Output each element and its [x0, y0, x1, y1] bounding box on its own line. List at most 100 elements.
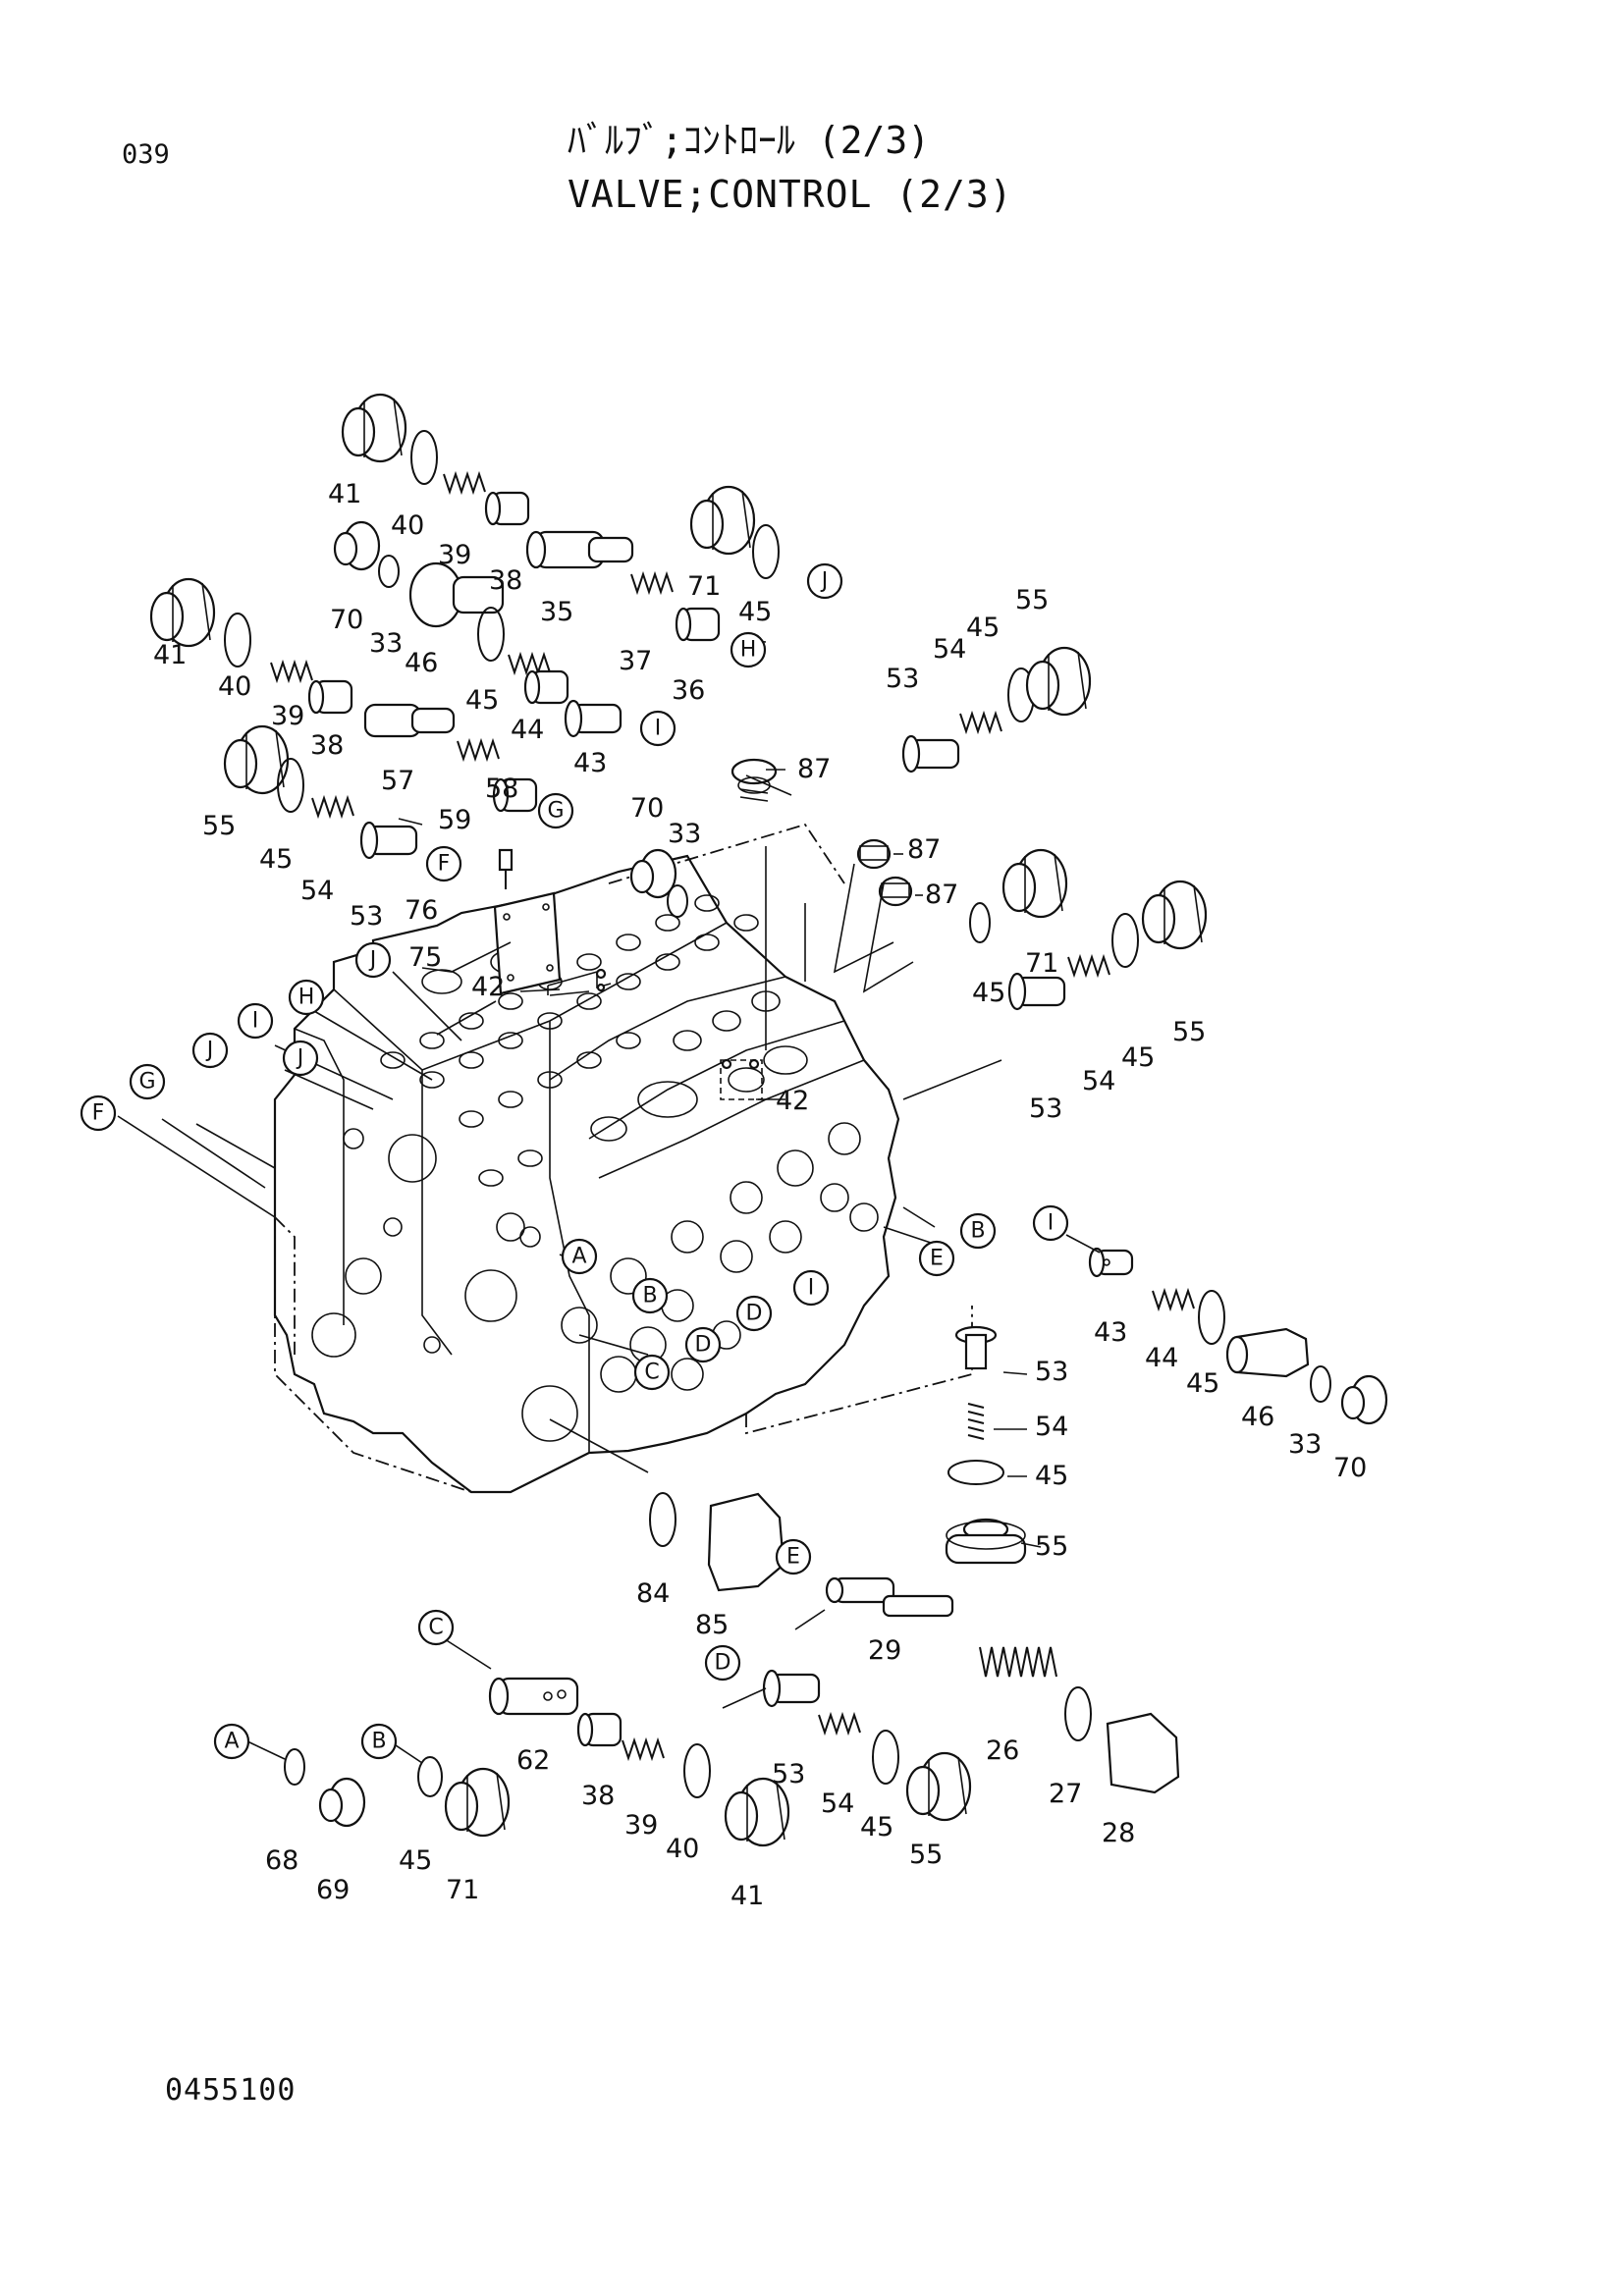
callout-c25: 54 — [300, 876, 334, 906]
ref-r26: B — [371, 1730, 386, 1754]
callout-c53: 54 — [1035, 1412, 1068, 1442]
callout-c42: 54 — [1082, 1066, 1115, 1096]
ref-r6: J — [368, 948, 377, 973]
ref-r21: I — [1048, 1211, 1055, 1236]
callout-c43: 45 — [1121, 1042, 1155, 1073]
callout-c61: 28 — [1102, 1818, 1135, 1848]
callout-numbers: 41 40 39 38 35 71 45 70 33 46 45 37 36 4… — [153, 479, 1367, 1911]
callout-c2: 40 — [391, 510, 424, 541]
callout-c23: 55 — [202, 811, 236, 841]
callout-c66: 53 — [772, 1759, 805, 1789]
callout-c51: 70 — [1333, 1453, 1367, 1483]
callout-c28: 75 — [408, 942, 442, 973]
ref-r15: E — [930, 1247, 944, 1271]
ref-r4: G — [547, 799, 564, 824]
title-japanese: ﾊﾞﾙﾌﾞ;ｺﾝﾄﾛｰﾙ (2/3) — [568, 119, 931, 162]
callout-c3: 39 — [438, 540, 471, 570]
callout-c47: 44 — [1145, 1343, 1178, 1373]
callout-c37: 55 — [1015, 585, 1049, 615]
callout-c72: 69 — [316, 1875, 350, 1905]
callout-c63: 38 — [581, 1781, 615, 1811]
callout-c6: 71 — [687, 571, 721, 602]
callout-c67: 54 — [821, 1789, 854, 1819]
ref-r5: F — [438, 852, 451, 877]
callout-c7: 45 — [738, 597, 772, 627]
ref-r18: I — [808, 1276, 815, 1301]
ref-r22: E — [786, 1545, 800, 1570]
callout-c32: 87 — [907, 834, 941, 865]
ref-r9: J — [296, 1046, 304, 1071]
callout-c30: 33 — [668, 819, 701, 849]
reference-letters: J H I G F J H I J J G F A B E B D I D C … — [80, 562, 1069, 1760]
title-english: VALVE;CONTROL (2/3) — [568, 173, 1013, 216]
callout-c41: 45 — [972, 978, 1005, 1008]
ref-r2: H — [740, 638, 757, 663]
callout-c36: 45 — [966, 613, 1000, 643]
callout-c44: 55 — [1172, 1017, 1206, 1047]
ref-r11: G — [138, 1070, 155, 1095]
callout-c9: 33 — [369, 628, 403, 659]
callout-c15: 40 — [218, 671, 251, 702]
ref-r19: D — [695, 1333, 712, 1358]
ref-r17: D — [746, 1302, 763, 1326]
callout-c35: 54 — [933, 634, 966, 665]
callout-c12: 37 — [619, 646, 652, 676]
ref-r24: D — [715, 1651, 731, 1676]
callout-c38: 42 — [471, 972, 505, 1002]
callout-c69: 55 — [909, 1840, 943, 1870]
ref-r25: A — [224, 1730, 239, 1754]
callout-c60: 27 — [1049, 1779, 1082, 1809]
callout-c16: 39 — [271, 701, 304, 731]
callout-c17: 38 — [310, 730, 344, 761]
callout-c46: 43 — [1094, 1317, 1127, 1348]
callout-c52: 53 — [1035, 1357, 1068, 1387]
callout-c49: 46 — [1241, 1402, 1274, 1432]
callout-c21: 59 — [438, 805, 471, 835]
callout-c73: 45 — [399, 1845, 432, 1876]
callout-c11: 45 — [465, 685, 499, 716]
callout-c55: 55 — [1035, 1531, 1068, 1562]
ref-r14: B — [970, 1219, 985, 1244]
drawing-code: 0455100 — [165, 2073, 297, 2108]
callout-c64: 39 — [624, 1810, 658, 1841]
callout-c26: 53 — [350, 901, 383, 932]
callout-c62: 62 — [516, 1745, 550, 1776]
callout-c19: 43 — [573, 748, 607, 778]
callout-c45: 53 — [1029, 1094, 1062, 1124]
ref-r16: B — [642, 1284, 657, 1308]
ref-r1: J — [820, 569, 829, 594]
callout-c31: 87 — [797, 754, 831, 784]
callout-c4: 38 — [489, 565, 522, 596]
callout-c68: 45 — [860, 1812, 893, 1842]
callout-c10: 46 — [405, 648, 438, 678]
callout-c5: 35 — [540, 597, 573, 627]
callout-c29: 70 — [630, 793, 664, 824]
callout-c59: 26 — [986, 1735, 1019, 1766]
callout-c8: 70 — [330, 605, 363, 635]
callout-c74: 71 — [446, 1875, 479, 1905]
callout-c1: 41 — [328, 479, 361, 509]
callout-c56: 84 — [636, 1578, 670, 1609]
callout-c27: 76 — [405, 895, 438, 926]
page-number: 039 — [122, 139, 170, 170]
callout-c33: 87 — [925, 880, 958, 910]
callout-c40: 71 — [1025, 948, 1058, 979]
callout-c14: 41 — [153, 640, 187, 670]
callout-c70: 41 — [730, 1881, 764, 1911]
ref-r7: H — [298, 986, 315, 1010]
callout-c24: 45 — [259, 844, 293, 875]
callout-c34: 53 — [886, 664, 919, 694]
callout-c48: 45 — [1186, 1368, 1219, 1399]
callout-c65: 40 — [666, 1834, 699, 1864]
part-shapes — [149, 393, 1388, 1847]
ref-r8: I — [252, 1009, 259, 1034]
ref-r20: C — [644, 1361, 659, 1385]
callout-c71: 68 — [265, 1845, 298, 1876]
callout-c58: 29 — [868, 1635, 901, 1666]
callout-c13: 36 — [672, 675, 705, 706]
callout-c39: 42 — [776, 1086, 809, 1116]
valve-body — [273, 823, 973, 1494]
ref-r13: A — [571, 1245, 586, 1269]
callout-c20: 57 — [381, 766, 414, 796]
